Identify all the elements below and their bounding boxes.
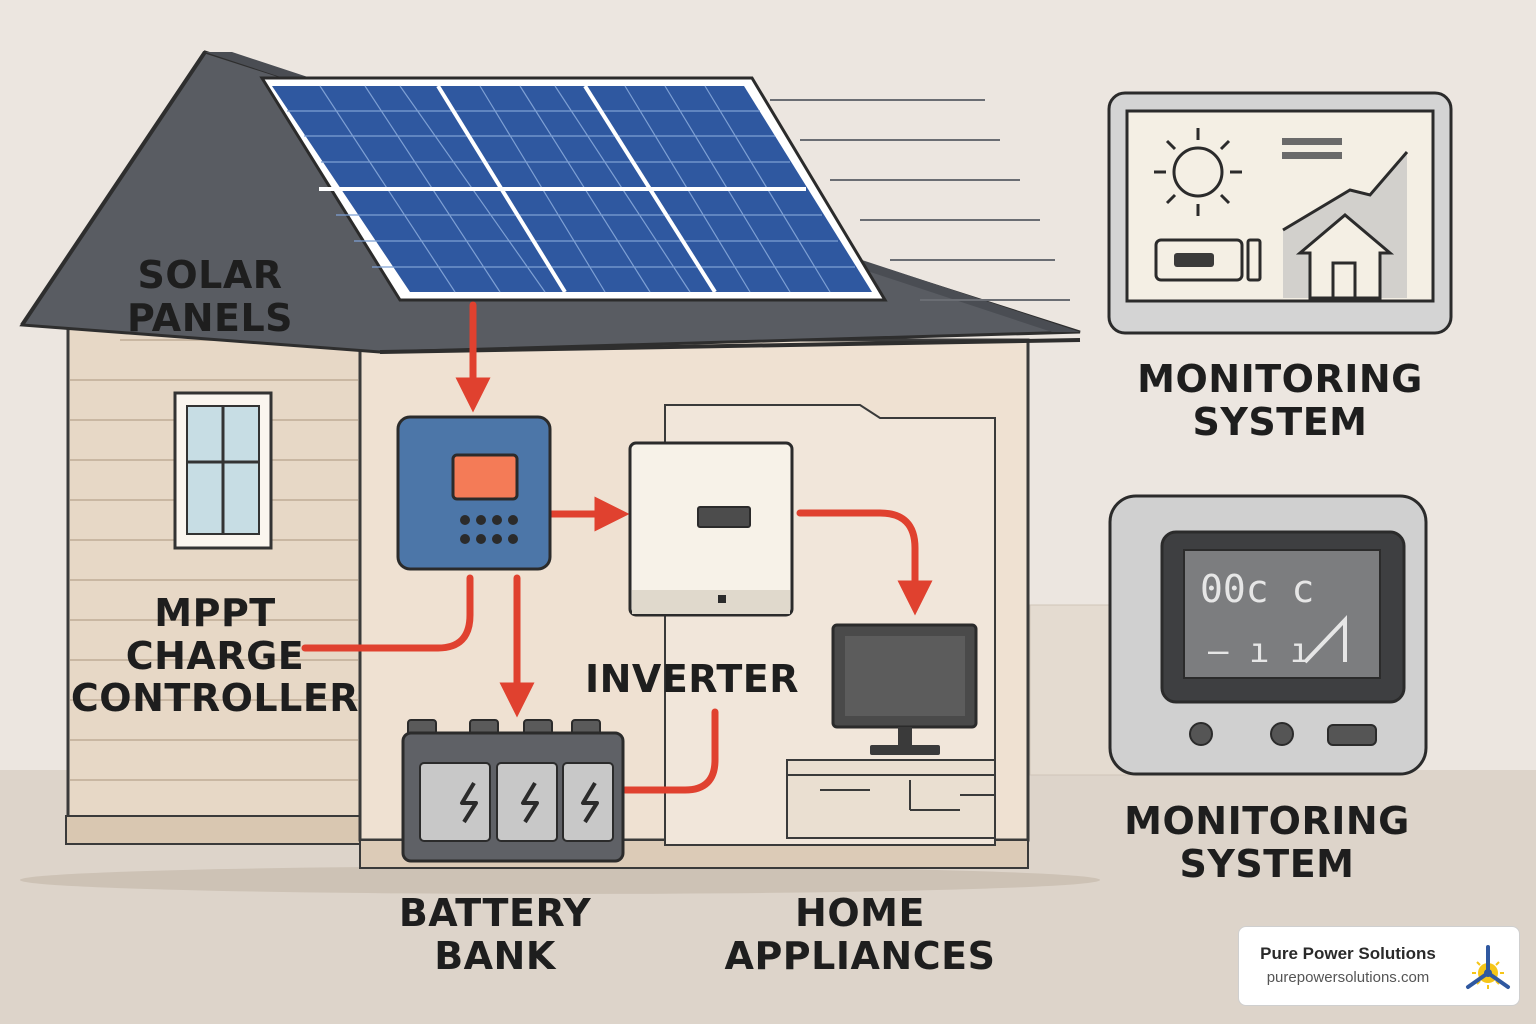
label-monitoring-system-top: MONITORING SYSTEM (1125, 358, 1435, 443)
brand-name: Pure Power Solutions (1260, 944, 1436, 963)
graph-house-icon (1282, 151, 1409, 300)
label-inverter: INVERTER (582, 658, 802, 701)
house-shadow (20, 866, 1100, 894)
label-monitoring-system-bottom: MONITORING SYSTEM (1112, 800, 1422, 885)
label-line: BANK (434, 933, 556, 978)
meter-readout-row1: 00c c (1200, 567, 1314, 611)
label-line: SYSTEM (1179, 841, 1355, 886)
meter-button-middle (1270, 722, 1294, 746)
solar-panels-icon (259, 76, 888, 302)
label-home-appliances: HOME APPLIANCES (715, 892, 1005, 977)
label-line: CHARGE (125, 633, 305, 678)
battery-bank-icon (401, 719, 625, 863)
label-line: PANELS (126, 295, 294, 340)
label-line: CONTROLLER (70, 676, 360, 721)
label-line: APPLIANCES (724, 933, 996, 978)
battery-small-icon (1154, 238, 1262, 282)
label-line: SOLAR (137, 253, 283, 297)
label-line: HOME (795, 891, 925, 935)
label-solar-panels: SOLAR PANELS (110, 254, 310, 339)
monitoring-meter-icon: 00c c — ı ı (1108, 494, 1428, 776)
brand-badge[interactable]: Pure Power Solutions purepowersolutions.… (1238, 926, 1520, 1006)
label-line: SYSTEM (1192, 399, 1368, 444)
meter-button-right (1327, 724, 1377, 746)
window-icon (173, 391, 273, 550)
label-battery-bank: BATTERY BANK (380, 892, 610, 977)
label-line: MPPT (154, 591, 276, 635)
label-line: BATTERY (398, 891, 592, 935)
label-mppt-charge-controller: MPPT CHARGE CONTROLLER (70, 592, 360, 720)
sun-icon (1154, 128, 1242, 216)
sun-tripod-logo-icon (1466, 945, 1510, 989)
brand-url[interactable]: purepowersolutions.com (1266, 969, 1430, 986)
monitoring-tablet-icon (1107, 91, 1453, 335)
label-line: MONITORING (1124, 799, 1410, 843)
label-line: INVERTER (584, 657, 799, 701)
tv-appliance-icon (831, 623, 978, 755)
inverter-icon (628, 441, 794, 617)
meter-button-left (1189, 722, 1213, 746)
label-line: MONITORING (1137, 357, 1423, 401)
cabinet-icon (786, 759, 996, 839)
mppt-controller-icon (396, 415, 552, 571)
meter-readout-row2: — ı ı (1208, 631, 1310, 671)
flow-arrows (301, 301, 933, 794)
